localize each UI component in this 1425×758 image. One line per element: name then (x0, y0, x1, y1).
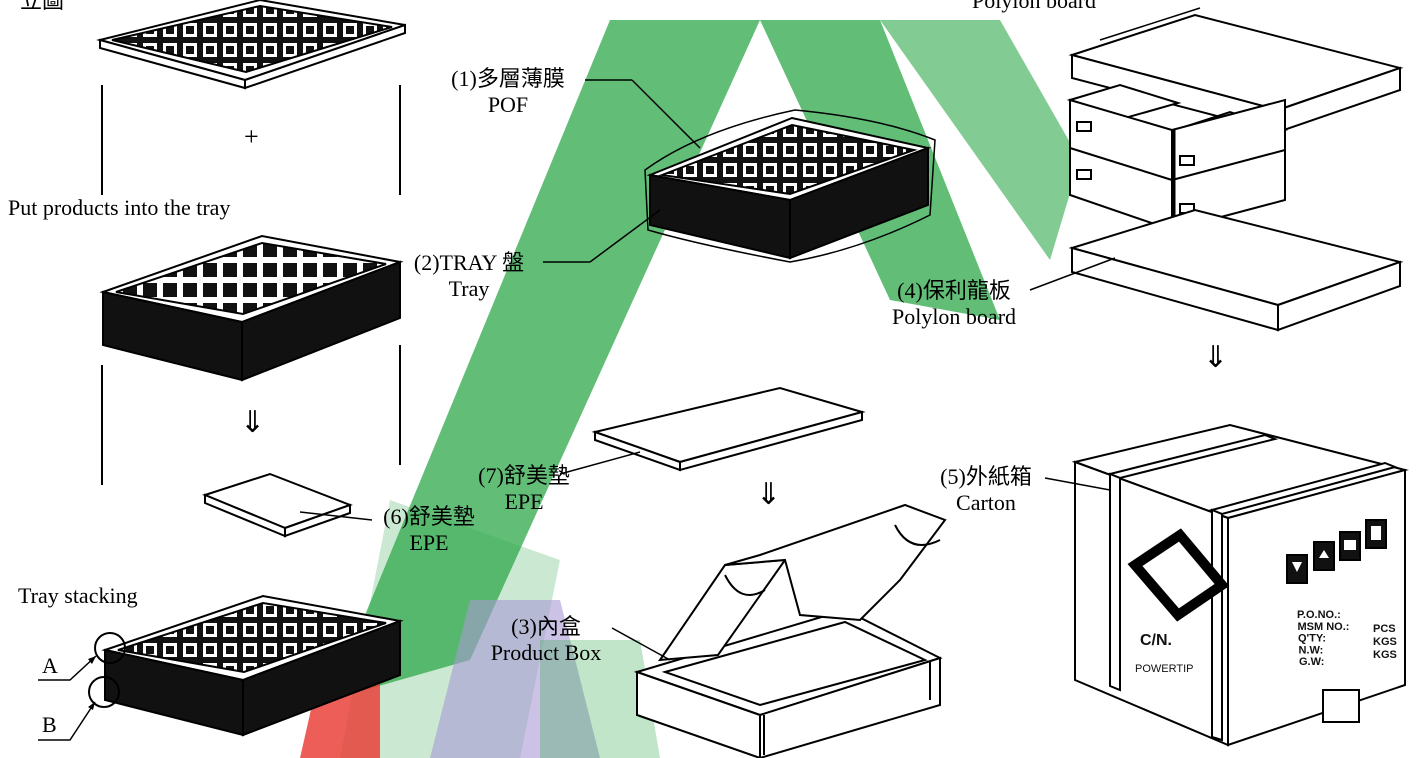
top-polylon-board-label: Polylon board (972, 0, 1097, 13)
pof-label-en: POF (487, 92, 529, 117)
watermark-stroke-purple (430, 600, 600, 758)
carton-brand: POWERTIP (1135, 663, 1193, 675)
product-box-label-en: Product Box (490, 640, 602, 665)
tray-label-en: Tray (448, 276, 490, 301)
product-box (633, 503, 947, 758)
carton-assembly (1066, 13, 1404, 332)
watermark-stroke-green (540, 640, 660, 758)
carton-unit-label: PCS (1373, 623, 1396, 635)
epe-label-6: (6)舒美墊 EPE (372, 504, 486, 556)
epe-pad-small (202, 472, 353, 538)
carton-field-label: MSM NO.: (1298, 621, 1350, 633)
down-arrow-icon: ⇓ (1203, 340, 1229, 375)
watermark-stroke-green (880, 20, 1080, 260)
carton-unit-label: KGS (1373, 649, 1397, 661)
polylon-board-label-en: Polylon board (891, 304, 1017, 329)
put-products-caption: Put products into the tray (8, 195, 231, 220)
carton-box: C/N. POWERTIP P.O.NO.:MSM NO.:Q'TY:N.W:G… (1071, 423, 1409, 747)
carton-field-labels: P.O.NO.:MSM NO.:Q'TY:N.W:G.W: (1297, 609, 1349, 668)
carton-label-cn: (5)外紙箱 (940, 464, 1032, 489)
epe-label-6-en: EPE (409, 530, 449, 555)
polylon-board-label: (4)保利龍板 Polylon board (876, 278, 1032, 330)
epe-label-7-cn: (7)舒美墊 (478, 463, 570, 488)
carton-label-en: Carton (956, 490, 1016, 515)
pof-label: (1)多層薄膜 POF (428, 66, 588, 118)
carton-field-label: G.W: (1299, 656, 1324, 668)
detail-circle-b (88, 676, 120, 708)
tray-stack-loaded (99, 234, 404, 382)
carton-cn-mark: C/N. (1140, 632, 1172, 649)
pof-wrapped-tray-stack (644, 109, 936, 263)
marker-a: A (42, 653, 58, 678)
carton-field-label: N.W: (1299, 644, 1324, 656)
epe-label-7-en: EPE (504, 489, 544, 514)
epe-label-7: (7)舒美墊 EPE (474, 463, 574, 515)
detail-circle-a (94, 632, 126, 664)
tray-label: (2)TRAY 盤 Tray (396, 250, 542, 302)
product-box-label: (3)內盒 Product Box (474, 614, 618, 666)
tray-label-cn: (2)TRAY 盤 (413, 250, 525, 275)
product-box-label-cn: (3)內盒 (511, 614, 581, 639)
tray-stacking-stack (101, 594, 404, 737)
carton-field-label: Q'TY: (1298, 633, 1326, 645)
epe-label-6-cn: (6)舒美墊 (383, 504, 475, 529)
single-tray-top (96, 0, 406, 90)
tray-stacking-caption: Tray stacking (18, 583, 138, 608)
plus-sign: + (244, 122, 259, 151)
pof-label-cn: (1)多層薄膜 (451, 66, 565, 91)
down-arrow-icon: ⇓ (240, 405, 266, 440)
down-arrow-icon: ⇓ (756, 477, 782, 512)
carton-label: (5)外紙箱 Carton (924, 464, 1048, 516)
carton-field-label: P.O.NO.: (1297, 609, 1341, 621)
top-label: 立圖 (20, 0, 65, 13)
carton-unit-label: KGS (1373, 636, 1397, 648)
marker-b: B (42, 712, 57, 737)
polylon-board-label-cn: (4)保利龍板 (897, 278, 1011, 303)
epe-sheet (591, 386, 866, 472)
